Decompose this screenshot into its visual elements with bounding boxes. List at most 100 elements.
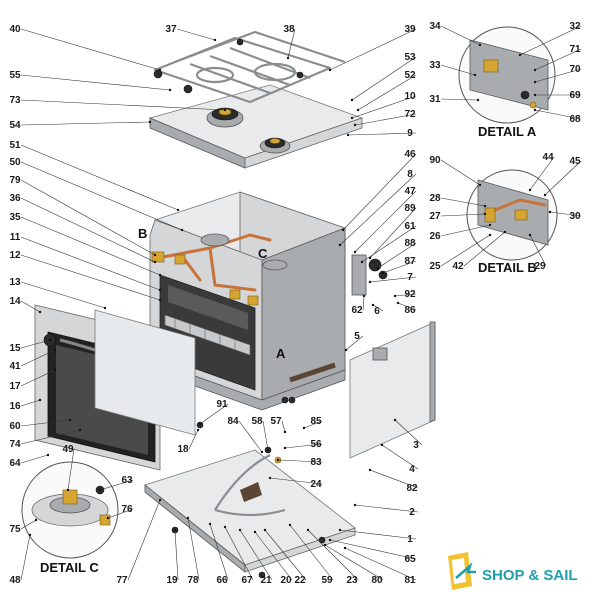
leader-line-86 (397, 302, 417, 311)
rack-feet (153, 38, 304, 94)
callout-number-11: 11 (10, 232, 21, 243)
leader-line-54 (20, 121, 151, 126)
callout-number-12: 12 (9, 250, 21, 261)
view-marker-a: A (276, 346, 286, 361)
leader-dot-17 (53, 368, 57, 372)
leader-line-68 (534, 109, 582, 120)
leader-lines (20, 25, 582, 581)
callout-number-37: 37 (165, 24, 177, 35)
callout-number-65: 65 (404, 554, 416, 565)
callout-number-78: 78 (187, 575, 199, 586)
leader-dot-53 (350, 98, 354, 102)
leader-dot-19 (173, 528, 177, 532)
callout-number-63: 63 (121, 475, 133, 486)
leader-line-37 (176, 28, 216, 41)
leader-dot-49 (66, 488, 70, 492)
leader-line-8 (339, 173, 417, 246)
leader-line-24 (269, 477, 323, 485)
oven-grill-shelf (164, 314, 251, 356)
callout-number-46: 46 (404, 149, 416, 160)
leader-dot-24 (268, 476, 272, 480)
callout-number-20: 20 (280, 575, 292, 586)
leader-dot-25 (488, 233, 492, 237)
leader-line-48 (20, 534, 31, 581)
callout-number-66: 66 (216, 575, 228, 586)
callout-number-73: 73 (9, 95, 21, 106)
callout-number-30: 30 (569, 211, 581, 222)
leader-line-4 (381, 444, 419, 470)
small-burner (259, 137, 291, 154)
leader-dot-8 (338, 243, 342, 247)
leader-dot-87 (381, 271, 385, 275)
leader-dot-88 (376, 266, 380, 270)
leader-dot-61 (360, 260, 364, 264)
callout-number-89: 89 (404, 203, 416, 214)
side-panel (349, 321, 436, 459)
leader-line-29 (529, 234, 547, 267)
leader-line-61 (361, 225, 417, 263)
callout-number-25: 25 (429, 261, 441, 272)
leader-line-13 (20, 281, 106, 309)
leader-dot-42 (503, 230, 507, 234)
callout-number-55: 55 (9, 70, 21, 81)
callout-number-85: 85 (310, 416, 322, 427)
leader-dot-37 (213, 38, 217, 42)
leader-line-58 (262, 420, 269, 451)
leader-line-85 (303, 420, 323, 429)
callout-number-79: 79 (9, 175, 21, 186)
leader-line-67 (224, 526, 254, 581)
callout-number-53: 53 (404, 52, 416, 63)
callout-number-59: 59 (321, 575, 333, 586)
leader-line-79 (20, 179, 156, 256)
leader-line-47 (354, 190, 417, 253)
callout-number-64: 64 (9, 458, 21, 469)
leader-line-78 (187, 517, 200, 581)
callout-number-6: 6 (374, 306, 380, 317)
callout-number-32: 32 (569, 21, 581, 32)
leader-dot-32 (518, 53, 522, 57)
leader-line-53 (351, 56, 417, 101)
leader-line-12 (20, 254, 161, 301)
callout-number-39: 39 (404, 24, 416, 35)
leader-line-25 (440, 234, 491, 267)
leader-line-35 (20, 216, 161, 276)
leader-line-59 (289, 524, 334, 581)
detail-c-title: DETAIL C (40, 560, 99, 575)
leader-line-91 (199, 403, 229, 425)
hob-top-plate (148, 84, 364, 169)
callout-number-18: 18 (177, 444, 189, 455)
callout-number-21: 21 (260, 575, 272, 586)
leader-dot-72 (353, 123, 357, 127)
leader-dot-6 (371, 303, 375, 307)
callout-number-67: 67 (241, 575, 253, 586)
leader-dot-48 (28, 533, 32, 537)
leader-line-34 (440, 25, 481, 46)
callout-number-36: 36 (9, 193, 21, 204)
leader-line-72 (354, 113, 417, 126)
callout-number-83: 83 (310, 457, 322, 468)
leader-line-64 (20, 454, 49, 464)
leader-line-87 (382, 260, 417, 274)
leader-dot-45 (543, 193, 547, 197)
leader-dot-30 (548, 210, 552, 214)
leader-dot-22 (263, 528, 267, 532)
leader-line-66 (209, 523, 229, 581)
leader-dot-14 (38, 310, 42, 314)
leader-line-19 (174, 529, 179, 581)
callout-number-71: 71 (569, 44, 581, 55)
callout-number-35: 35 (9, 212, 21, 223)
leader-dot-70 (533, 80, 537, 84)
leader-line-6 (372, 304, 384, 312)
callout-number-23: 23 (346, 575, 358, 586)
leader-line-90 (440, 159, 481, 186)
leader-line-81 (344, 547, 417, 581)
leader-dot-9 (346, 133, 350, 137)
view-marker-c: C (258, 246, 268, 261)
leader-dot-29 (528, 233, 532, 237)
leader-line-33 (440, 64, 476, 76)
callout-number-92: 92 (404, 289, 416, 300)
callout-number-48: 48 (9, 575, 21, 586)
leader-dot-41 (53, 348, 57, 352)
leader-dot-78 (186, 516, 190, 520)
